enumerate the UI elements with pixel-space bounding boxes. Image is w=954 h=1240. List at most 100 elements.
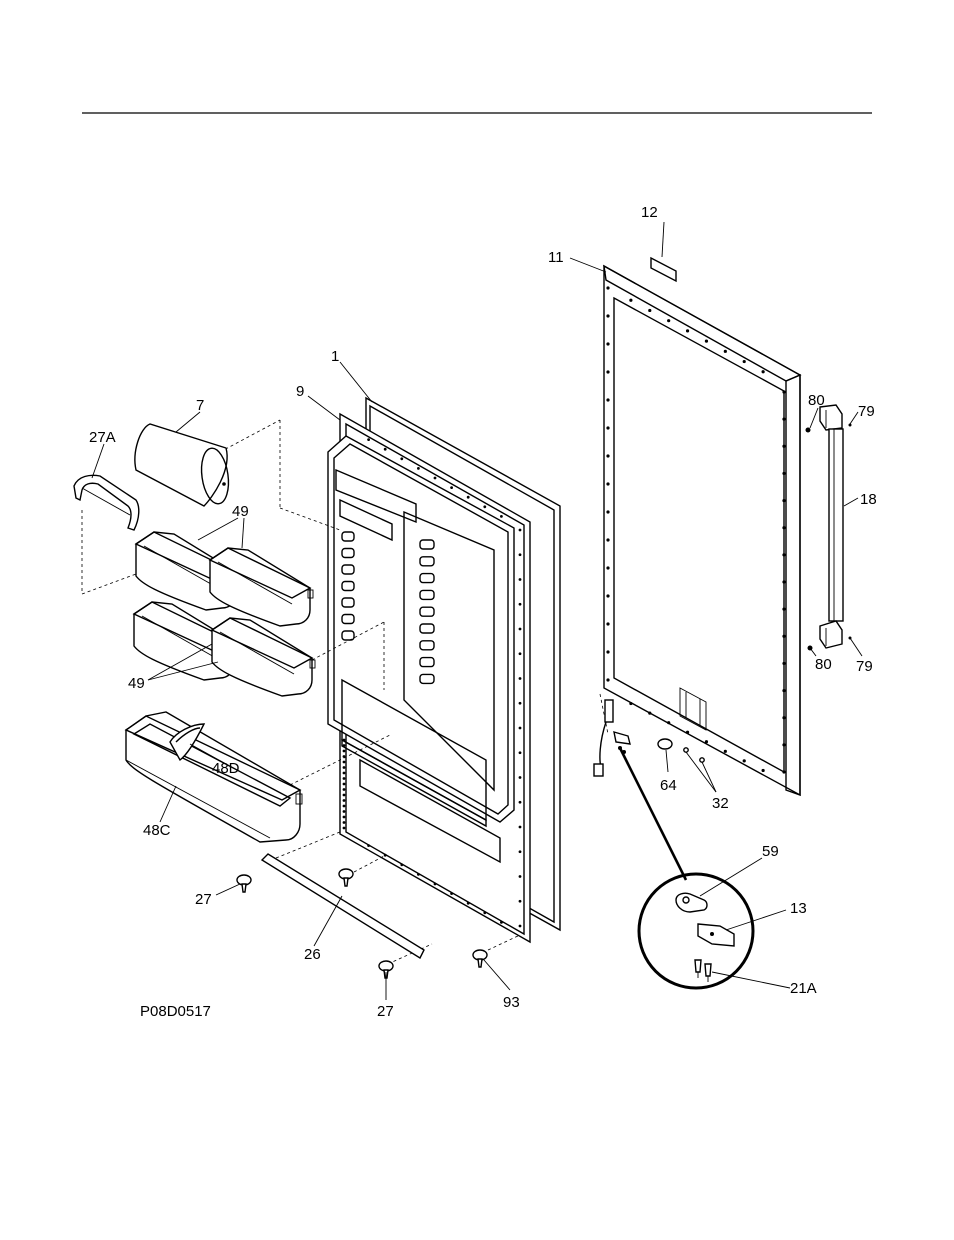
label-sticker — [650, 256, 677, 283]
liner-hole — [417, 467, 420, 470]
panel-hole — [606, 342, 610, 346]
shelf-stud — [419, 539, 435, 550]
panel-hole — [782, 580, 786, 584]
liner-hole — [342, 788, 346, 791]
liner-hole — [518, 528, 522, 532]
callout-21A: 21A — [790, 980, 817, 997]
liner-hole — [518, 850, 522, 854]
panel-hole — [782, 498, 786, 503]
callout-18: 18 — [860, 491, 877, 508]
liner-hole — [342, 815, 346, 819]
shelf-stud — [341, 564, 355, 575]
panel-hole — [704, 339, 709, 343]
liner-hole — [383, 853, 387, 857]
panel-hole — [782, 526, 786, 530]
panel-hole — [782, 607, 786, 611]
screw — [236, 874, 252, 893]
panel-hole — [667, 721, 671, 725]
shelf-stud — [341, 547, 355, 559]
shelf-stud — [341, 531, 355, 542]
liner-hole — [342, 777, 346, 780]
shelf-stud — [419, 656, 435, 668]
panel-hole — [667, 319, 671, 323]
shelf-stud — [419, 606, 435, 617]
liner-hole — [342, 766, 346, 769]
callout-27-bottom: 27 — [377, 1003, 394, 1020]
panel-hole — [761, 370, 765, 374]
panel-hole — [761, 768, 765, 773]
bin-divider — [169, 723, 206, 762]
panel-hole — [606, 538, 610, 542]
callout-49-top: 49 — [232, 503, 249, 520]
inner-liner — [327, 412, 531, 944]
panel-hole — [782, 661, 786, 666]
liner-hole — [518, 553, 522, 557]
panel-hole — [606, 650, 610, 654]
shelf-handle — [73, 474, 140, 531]
liner-hole — [518, 726, 522, 730]
panel-hole — [782, 688, 786, 693]
callout-59: 59 — [762, 843, 779, 860]
hinge-detail-circle — [637, 872, 755, 990]
callout-49-bottom: 49 — [128, 675, 145, 692]
callout-9: 9 — [296, 383, 304, 400]
door-bin — [208, 547, 314, 627]
liner-hole — [518, 825, 522, 829]
liner-hole — [518, 924, 522, 928]
liner-hole — [342, 755, 346, 758]
callout-12: 12 — [641, 204, 658, 221]
callout-80-bottom: 80 — [815, 656, 832, 673]
liner-hole — [518, 800, 522, 804]
screw — [338, 868, 354, 887]
door-bin — [210, 617, 316, 697]
trim-strip — [260, 853, 425, 959]
shelf-stud — [419, 589, 435, 601]
panel-hole — [723, 749, 727, 753]
callout-79-bottom: 79 — [856, 658, 873, 675]
liner-hole — [500, 921, 503, 924]
liner-hole — [518, 899, 522, 903]
panel-hole — [606, 594, 610, 598]
liner-hole — [367, 844, 370, 847]
projection-lines — [81, 419, 609, 965]
panel-hole — [648, 711, 652, 715]
liner-hole — [500, 515, 503, 518]
liner-hole — [342, 799, 346, 802]
liner-hole — [518, 875, 522, 878]
callout-11: 11 — [548, 249, 564, 266]
liner-hole — [518, 776, 522, 779]
leader-lines — [91, 221, 863, 1000]
liner-hole — [518, 751, 522, 755]
panel-hole — [606, 454, 610, 458]
panel-hole — [782, 417, 786, 421]
callout-32: 32 — [712, 795, 729, 812]
liner-hole — [342, 826, 346, 830]
outer-door-panel — [603, 264, 802, 797]
liner-hole — [518, 701, 522, 705]
panel-hole — [606, 370, 610, 374]
panel-hole — [606, 482, 610, 486]
liner-hole — [342, 821, 346, 824]
liner-hole — [417, 873, 420, 876]
liner-hole — [400, 457, 404, 461]
panel-hole — [606, 622, 610, 626]
shelf-stud — [419, 673, 435, 685]
panel-hole — [685, 329, 690, 333]
panel-hole — [704, 740, 709, 744]
panel-hole — [782, 444, 786, 448]
callout-48D: 48D — [212, 760, 240, 777]
callout-64: 64 — [660, 777, 677, 794]
liner-hole — [342, 810, 346, 813]
liner-hole — [483, 911, 487, 915]
liner-hole — [450, 892, 453, 895]
liner-hole — [433, 476, 437, 480]
liner-hole — [518, 652, 522, 656]
liner-hole — [400, 863, 404, 867]
hinge-assembly — [593, 699, 705, 881]
door-handle — [805, 404, 852, 651]
gallon-bin — [124, 711, 303, 843]
liner-hole — [483, 505, 487, 509]
panel-hole — [782, 743, 786, 747]
callout-13: 13 — [790, 900, 807, 917]
callout-27-left: 27 — [195, 891, 212, 908]
